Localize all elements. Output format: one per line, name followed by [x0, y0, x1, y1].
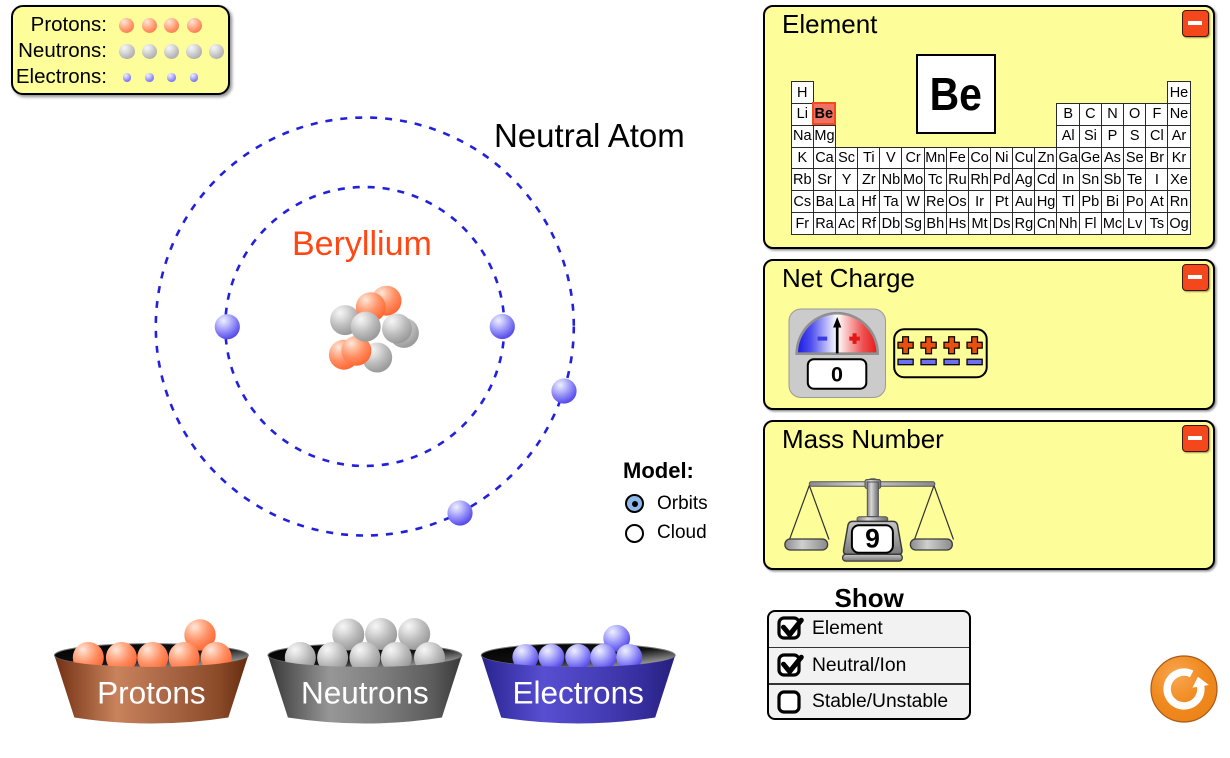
svg-text:Protons: Protons: [97, 675, 206, 711]
svg-text:0: 0: [831, 363, 843, 387]
svg-text:9: 9: [865, 523, 880, 553]
svg-text:Electrons: Electrons: [513, 675, 644, 711]
svg-text:Neutrons: Neutrons: [301, 675, 429, 711]
